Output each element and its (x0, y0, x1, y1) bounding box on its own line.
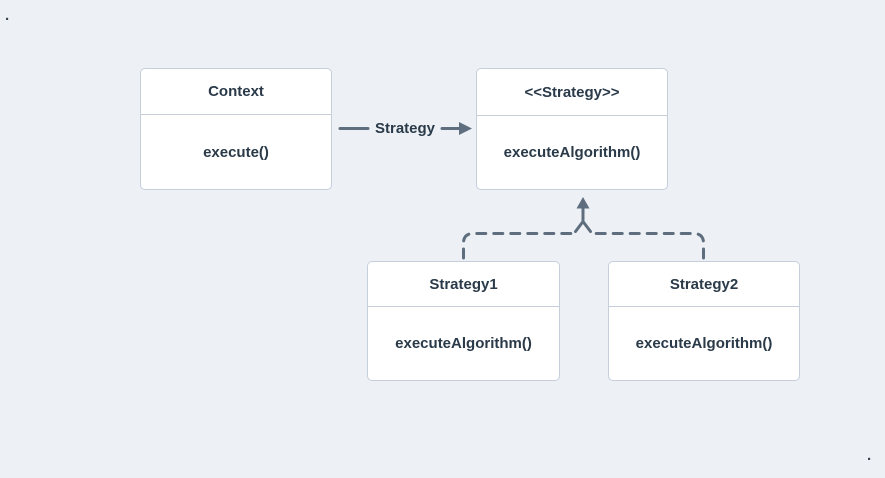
class-member: execute() (203, 143, 269, 161)
class-box-context: Context execute() (140, 68, 332, 190)
class-title: <<Strategy>> (477, 69, 667, 116)
realization-dashed-right (593, 232, 705, 260)
association-label: Strategy (374, 120, 436, 137)
corner-dot-bottom-right: . (867, 447, 872, 464)
realization-dashed-left (462, 232, 573, 260)
class-box-strategy1: Strategy1 executeAlgorithm() (367, 261, 560, 381)
corner-dot-top-left: . (5, 7, 10, 24)
realization-merge-chevron-icon (574, 220, 592, 233)
class-box-strategy2: Strategy2 executeAlgorithm() (608, 261, 800, 381)
class-member: executeAlgorithm() (395, 335, 532, 352)
class-title: Strategy2 (609, 262, 799, 307)
association-arrowhead-icon (459, 122, 472, 135)
realization-connector (462, 197, 705, 260)
class-member: executeAlgorithm() (635, 335, 773, 352)
class-title: Strategy1 (368, 262, 559, 307)
class-box-strategy-interface: <<Strategy>> executeAlgorithm() (476, 68, 668, 190)
class-member: executeAlgorithm() (503, 144, 641, 161)
class-title: Context (141, 69, 331, 115)
realization-arrowhead-icon (576, 197, 590, 209)
